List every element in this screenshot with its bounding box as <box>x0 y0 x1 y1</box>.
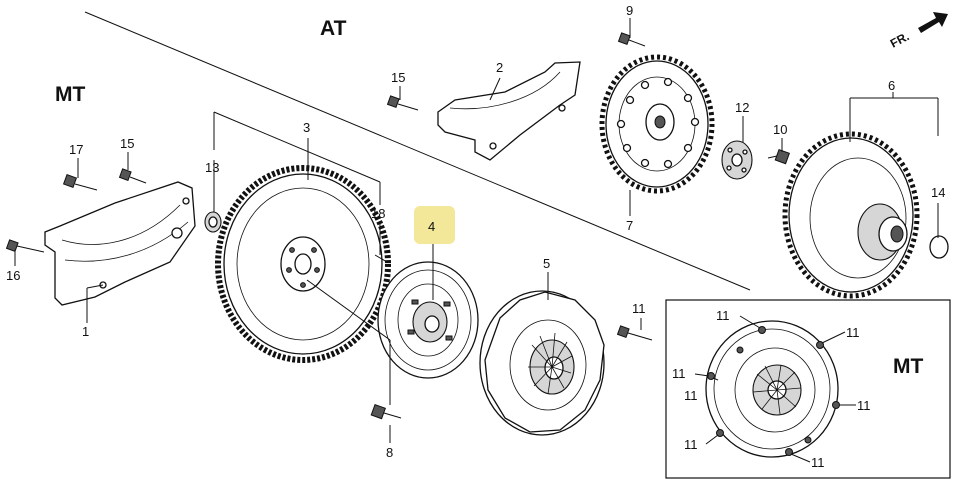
part-15-bolt-mt <box>118 168 147 184</box>
section-label-at: AT <box>320 17 347 40</box>
inset-callout-11-left: 11 <box>672 366 686 381</box>
part-2-cover-plate-at <box>437 61 581 161</box>
part-4-clutch-disc <box>377 261 479 379</box>
part-18-dowel-pin <box>374 254 388 263</box>
part-1-cover-plate-mt <box>44 181 196 306</box>
part-3-flywheel <box>215 165 391 363</box>
front-direction-indicator: FR. <box>888 12 948 51</box>
inset-callout-11-left-lower: 11 <box>684 388 698 403</box>
inset-pressure-plate <box>705 320 840 458</box>
callout-5: 5 <box>543 256 550 271</box>
callout-11: 11 <box>632 301 646 316</box>
callout-6: 6 <box>888 78 895 93</box>
mt-inset-panel: MT 11 11 11 11 11 11 11 <box>665 299 951 479</box>
callout-1: 1 <box>82 324 89 339</box>
callout-17: 17 <box>69 142 83 157</box>
part-6-torque-converter <box>782 131 920 299</box>
inset-callout-11-bottom: 11 <box>811 455 825 470</box>
callout-15-mt: 15 <box>120 136 134 151</box>
callout-16: 16 <box>6 268 20 283</box>
section-label-mt: MT <box>55 83 85 106</box>
callout-13: 13 <box>205 160 219 175</box>
inset-callout-11-bottom-left: 11 <box>684 437 698 452</box>
part-17-bolt <box>62 173 98 191</box>
inset-callout-11-top: 11 <box>716 308 730 323</box>
part-10-bolt <box>767 148 790 165</box>
callout-15-at: 15 <box>391 70 405 85</box>
part-7-drive-plate <box>599 54 715 194</box>
part-5-pressure-plate <box>479 290 605 436</box>
callout-9: 9 <box>626 3 633 18</box>
callout-4-highlight <box>414 206 455 244</box>
part-8-bolt <box>370 403 402 420</box>
front-direction-label: FR. <box>888 29 912 50</box>
callout-2: 2 <box>496 60 503 75</box>
part-16-bolt <box>5 239 45 253</box>
callout-14: 14 <box>931 185 945 200</box>
part-13-pilot-bearing <box>204 211 222 233</box>
part-15-bolt-at <box>386 95 419 111</box>
part-9-bolt <box>617 32 646 47</box>
part-11-bolt <box>616 325 653 341</box>
callout-4: 4 <box>428 219 435 234</box>
callout-7: 7 <box>626 218 633 233</box>
front-arrow-icon <box>918 12 948 33</box>
callout-8: 8 <box>386 445 393 460</box>
part-14-o-ring <box>929 235 949 259</box>
callout-18: 18 <box>371 206 385 221</box>
leader-lines <box>14 18 939 443</box>
inset-callout-11-right: 11 <box>857 398 871 413</box>
section-divider-line <box>84 11 751 291</box>
callout-3: 3 <box>303 120 310 135</box>
callout-12: 12 <box>735 100 749 115</box>
inset-callout-11-top-right: 11 <box>846 325 860 340</box>
part-12-washer-plate <box>721 140 753 180</box>
callout-labels: 1 2 3 4 5 6 7 8 9 10 11 12 13 14 15 15 1… <box>6 3 945 460</box>
callout-10: 10 <box>773 122 787 137</box>
inset-section-label-mt: MT <box>893 355 923 378</box>
